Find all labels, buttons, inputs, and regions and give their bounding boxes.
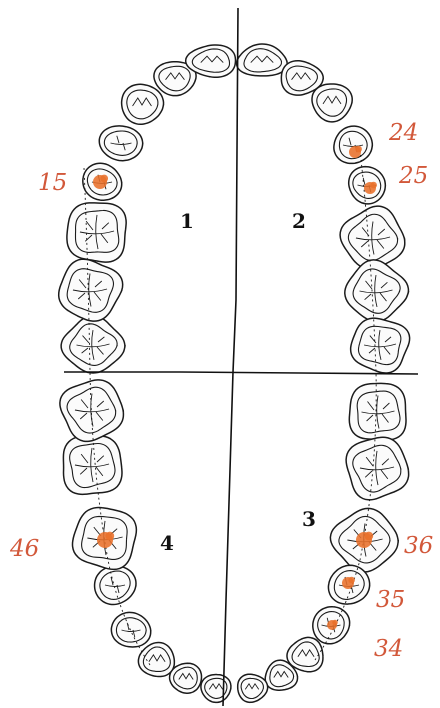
tooth-28 (351, 318, 410, 373)
tooth-17 (59, 259, 123, 321)
quadrant-label-2: 2 (292, 209, 306, 233)
marks-layer (93, 146, 377, 630)
tooth-27 (345, 260, 409, 322)
horizontal-midline (64, 372, 418, 374)
tooth-43 (138, 643, 174, 677)
quadrant-label-3: 3 (302, 507, 316, 531)
quadrant-label-1: 1 (180, 209, 194, 233)
tooth-label-36: 36 (404, 533, 433, 559)
tooth-47 (63, 436, 122, 495)
tooth-14 (99, 126, 143, 161)
tooth-label-15: 15 (38, 170, 67, 196)
quadrant-labels: 1 2 3 4 (160, 209, 316, 555)
tooth-label-34: 34 (374, 636, 403, 662)
tooth-23 (312, 84, 352, 122)
vertical-midline (223, 8, 238, 706)
tooth-24 (334, 126, 373, 163)
tooth-48 (60, 380, 124, 442)
tooth-label-24: 24 (388, 120, 418, 146)
tooth-16 (67, 203, 126, 262)
tooth-18 (61, 316, 125, 373)
tooth-label-25: 25 (398, 163, 428, 189)
tooth-31 (238, 674, 268, 702)
tooth-21 (237, 44, 288, 76)
tooth-13 (122, 84, 164, 124)
tooth-42 (170, 663, 202, 693)
tooth-37 (346, 437, 409, 500)
tooth-41 (201, 675, 231, 703)
quadrant-label-4: 4 (160, 531, 174, 555)
tooth-label-46: 46 (9, 536, 39, 562)
tooth-38 (349, 383, 406, 439)
tooth-label-35: 35 (376, 587, 405, 613)
tooth-44 (111, 612, 150, 647)
tooth-45 (95, 566, 136, 604)
